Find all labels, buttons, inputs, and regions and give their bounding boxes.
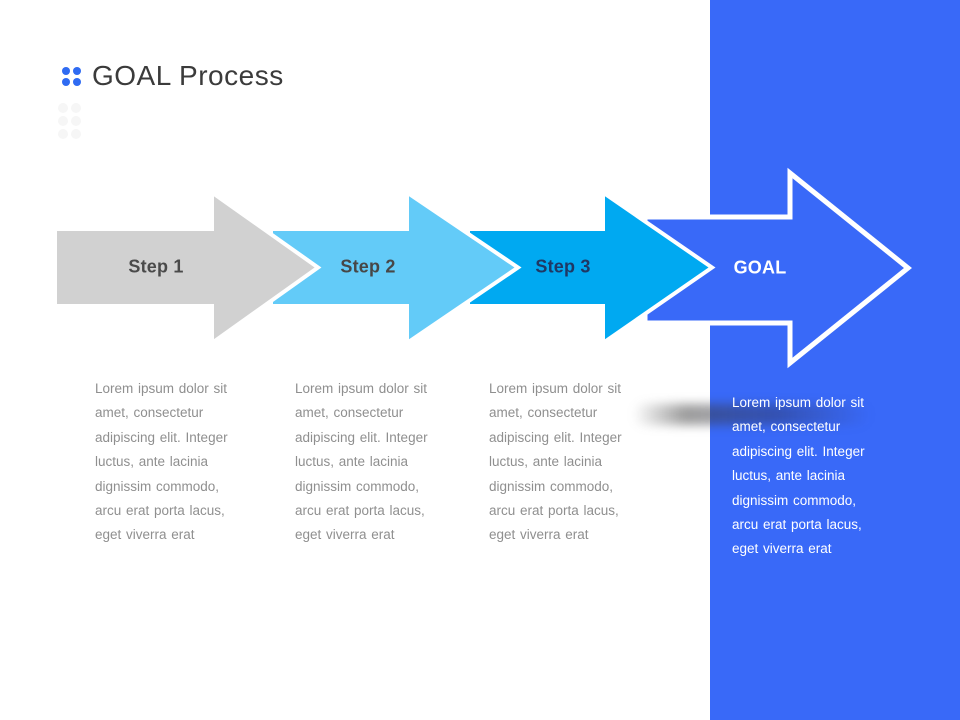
arrow-step-3 xyxy=(466,188,716,347)
page-title: GOAL Process xyxy=(92,60,284,91)
right-accent-panel xyxy=(710,0,960,720)
dot xyxy=(62,66,70,75)
arrow-label-step-3: Step 3 xyxy=(535,256,591,277)
dot xyxy=(73,77,81,86)
arrow-label-step-1: Step 1 xyxy=(128,256,184,277)
arrow-label-goal: GOAL xyxy=(733,257,787,278)
description-step-3: Lorem ipsum dolor sit amet, consectetur … xyxy=(489,381,622,543)
dots-grid-icon xyxy=(62,66,81,86)
dot xyxy=(73,66,81,75)
ghost-dots-icon xyxy=(58,103,81,139)
slide-header: GOAL Process xyxy=(62,60,284,92)
description-goal: Lorem ipsum dolor sit amet, consectetur … xyxy=(732,395,865,557)
description-step-1: Lorem ipsum dolor sit amet, consectetur … xyxy=(95,381,228,543)
dot xyxy=(62,77,70,86)
arrow-goal xyxy=(642,167,912,369)
arrow-label-step-2: Step 2 xyxy=(340,256,396,277)
arrow-step-1 xyxy=(53,188,322,347)
description-step-2: Lorem ipsum dolor sit amet, consectetur … xyxy=(295,381,428,543)
arrow-step-2 xyxy=(269,188,522,347)
text-box-shadow xyxy=(633,404,871,425)
